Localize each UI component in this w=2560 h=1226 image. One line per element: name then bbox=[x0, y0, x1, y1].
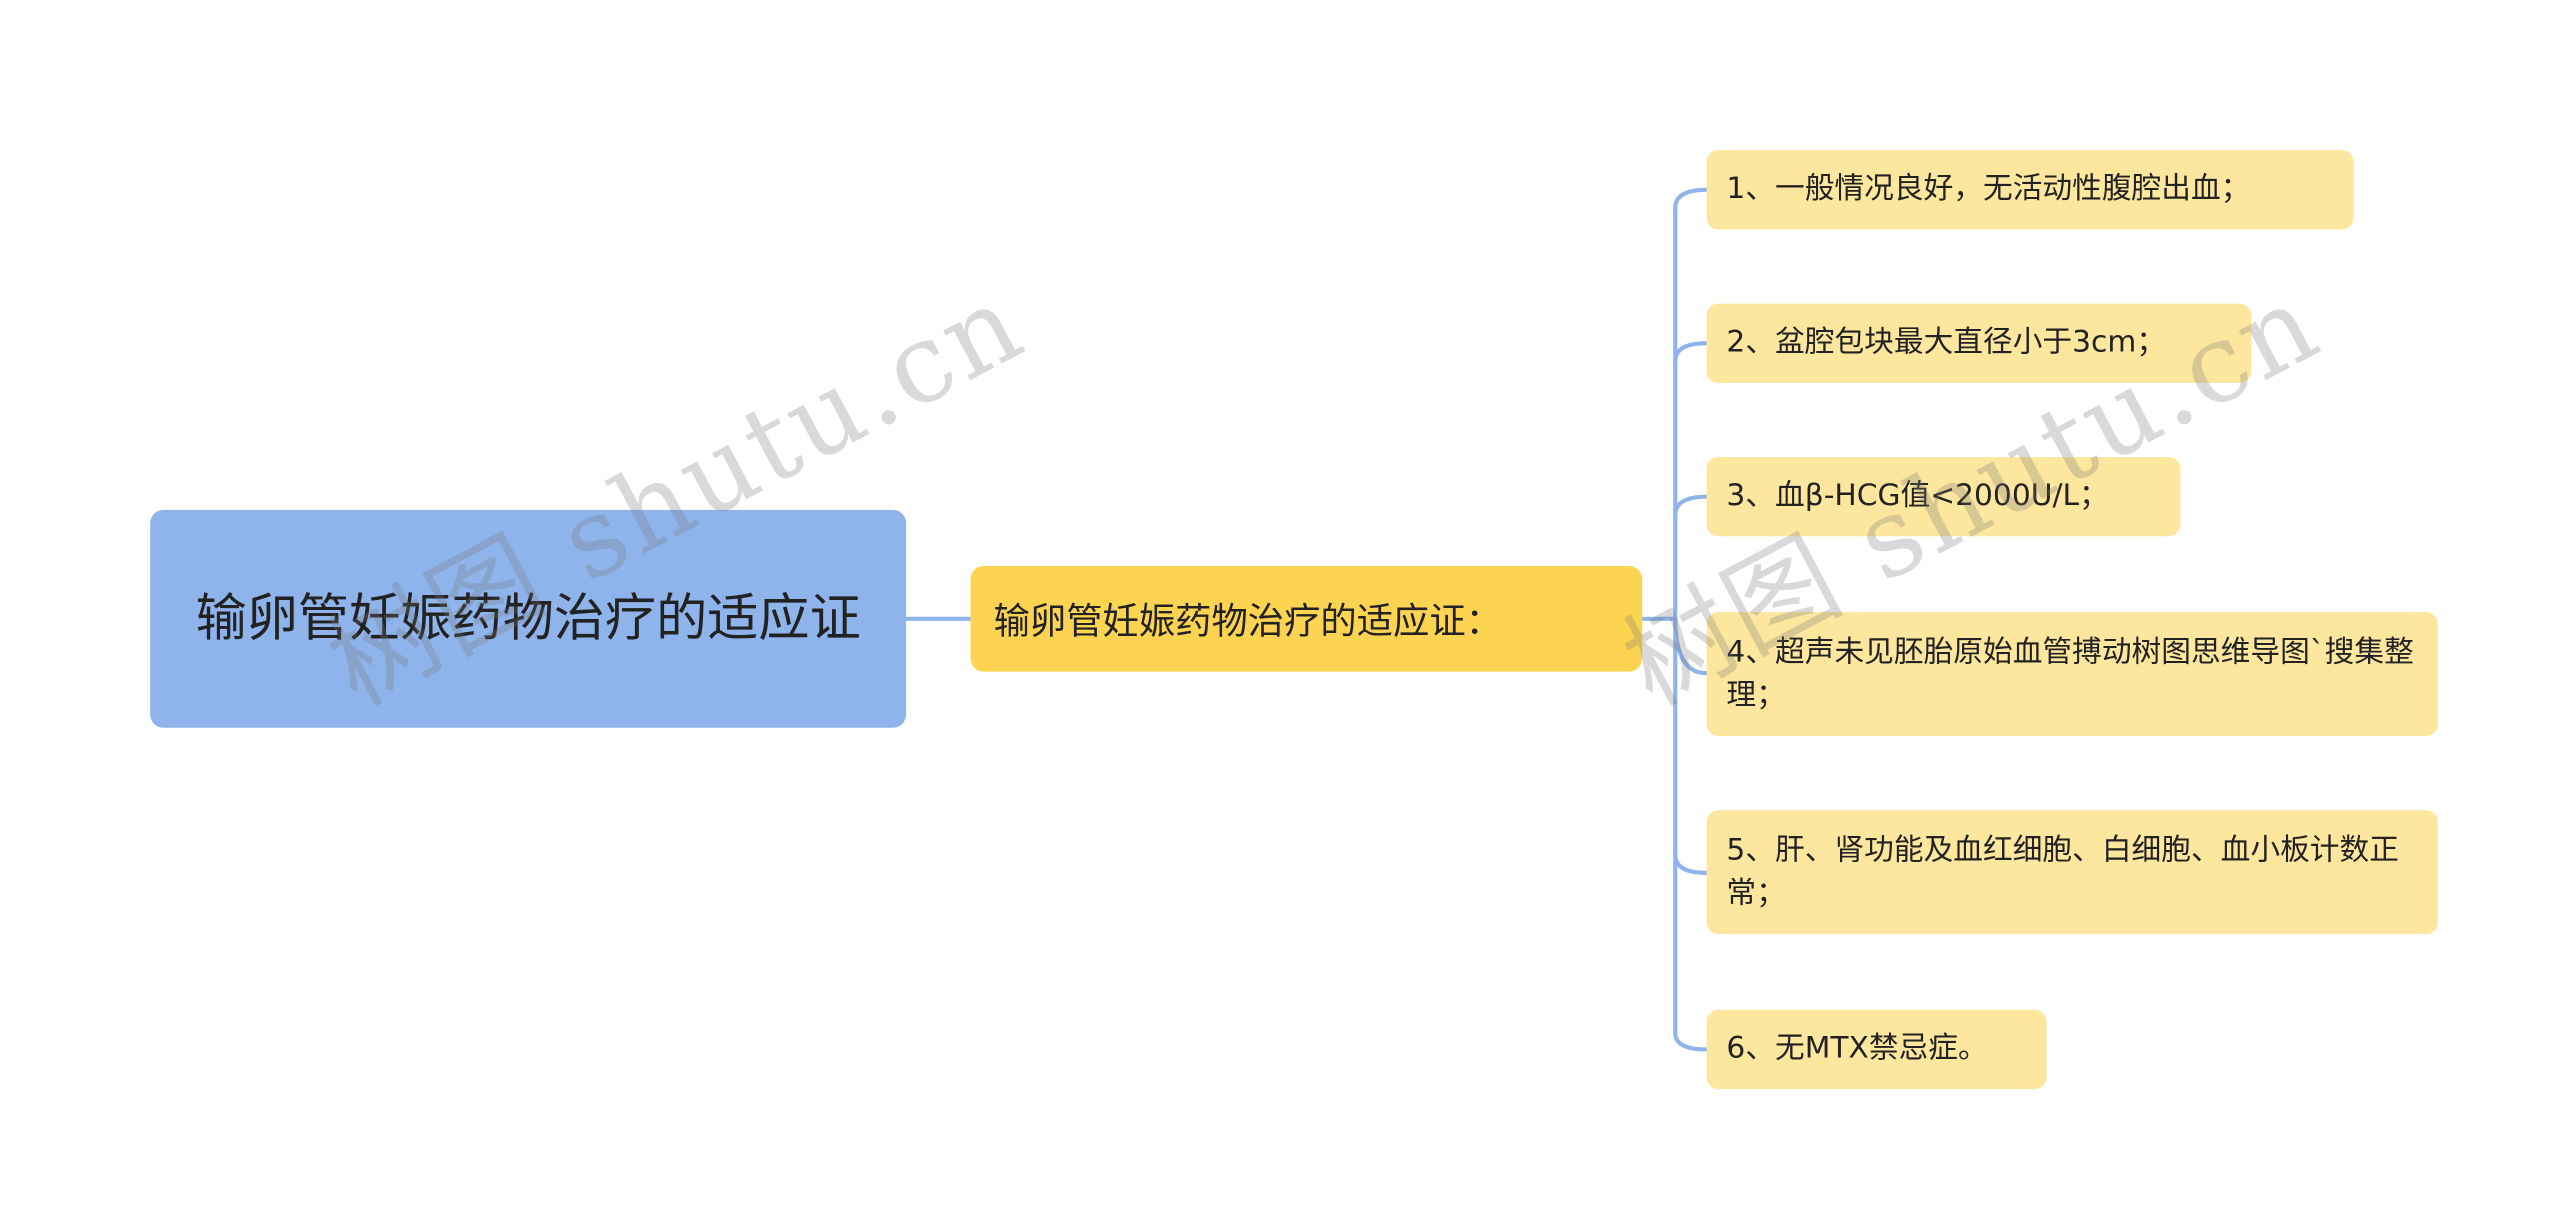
root-node-label: 输卵管妊娠药物治疗的适应证 bbox=[195, 589, 861, 649]
leaf-node-label: 3、血β-HCG值<2000U/L； bbox=[1726, 478, 2109, 514]
leaf-node-3[interactable]: 3、血β-HCG值<2000U/L； bbox=[1706, 457, 2181, 537]
connector-item-6 bbox=[1673, 1030, 1709, 1052]
leaf-node-label: 4、超声未见胚胎原始血管搏动树图思维导图`搜集整理； bbox=[1726, 634, 2414, 713]
connector-item-3 bbox=[1673, 494, 1709, 517]
connector-item-4 bbox=[1673, 616, 1709, 676]
connector-item-2 bbox=[1673, 341, 1709, 364]
branch-node-label: 输卵管妊娠药物治疗的适应证： bbox=[993, 602, 1502, 644]
root-node[interactable]: 输卵管妊娠药物治疗的适应证 bbox=[150, 509, 907, 728]
leaf-node-label: 2、盆腔包块最大直径小于3cm； bbox=[1726, 325, 2167, 360]
connector-item-1 bbox=[1673, 187, 1709, 210]
connector-item-5 bbox=[1673, 852, 1709, 875]
leaf-node-4[interactable]: 4、超声未见胚胎原始血管搏动树图思维导图`搜集整理； bbox=[1706, 612, 2438, 736]
leaf-node-6[interactable]: 6、无MTX禁忌症。 bbox=[1706, 1009, 2047, 1090]
leaf-node-1[interactable]: 1、一般情况良好，无活动性腹腔出血； bbox=[1706, 150, 2354, 230]
leaf-node-label: 6、无MTX禁忌症。 bbox=[1726, 1031, 1988, 1066]
leaf-node-2[interactable]: 2、盆腔包块最大直径小于3cm； bbox=[1706, 303, 2252, 383]
leaf-node-label: 5、肝、肾功能及血红细胞、白细胞、血小板计数正常； bbox=[1726, 832, 2399, 911]
leaf-node-label: 1、一般情况良好，无活动性腹腔出血； bbox=[1726, 171, 2251, 207]
leaf-node-5[interactable]: 5、肝、肾功能及血红细胞、白细胞、血小板计数正常； bbox=[1706, 810, 2438, 934]
branch-node[interactable]: 输卵管妊娠药物治疗的适应证： bbox=[970, 565, 1643, 672]
